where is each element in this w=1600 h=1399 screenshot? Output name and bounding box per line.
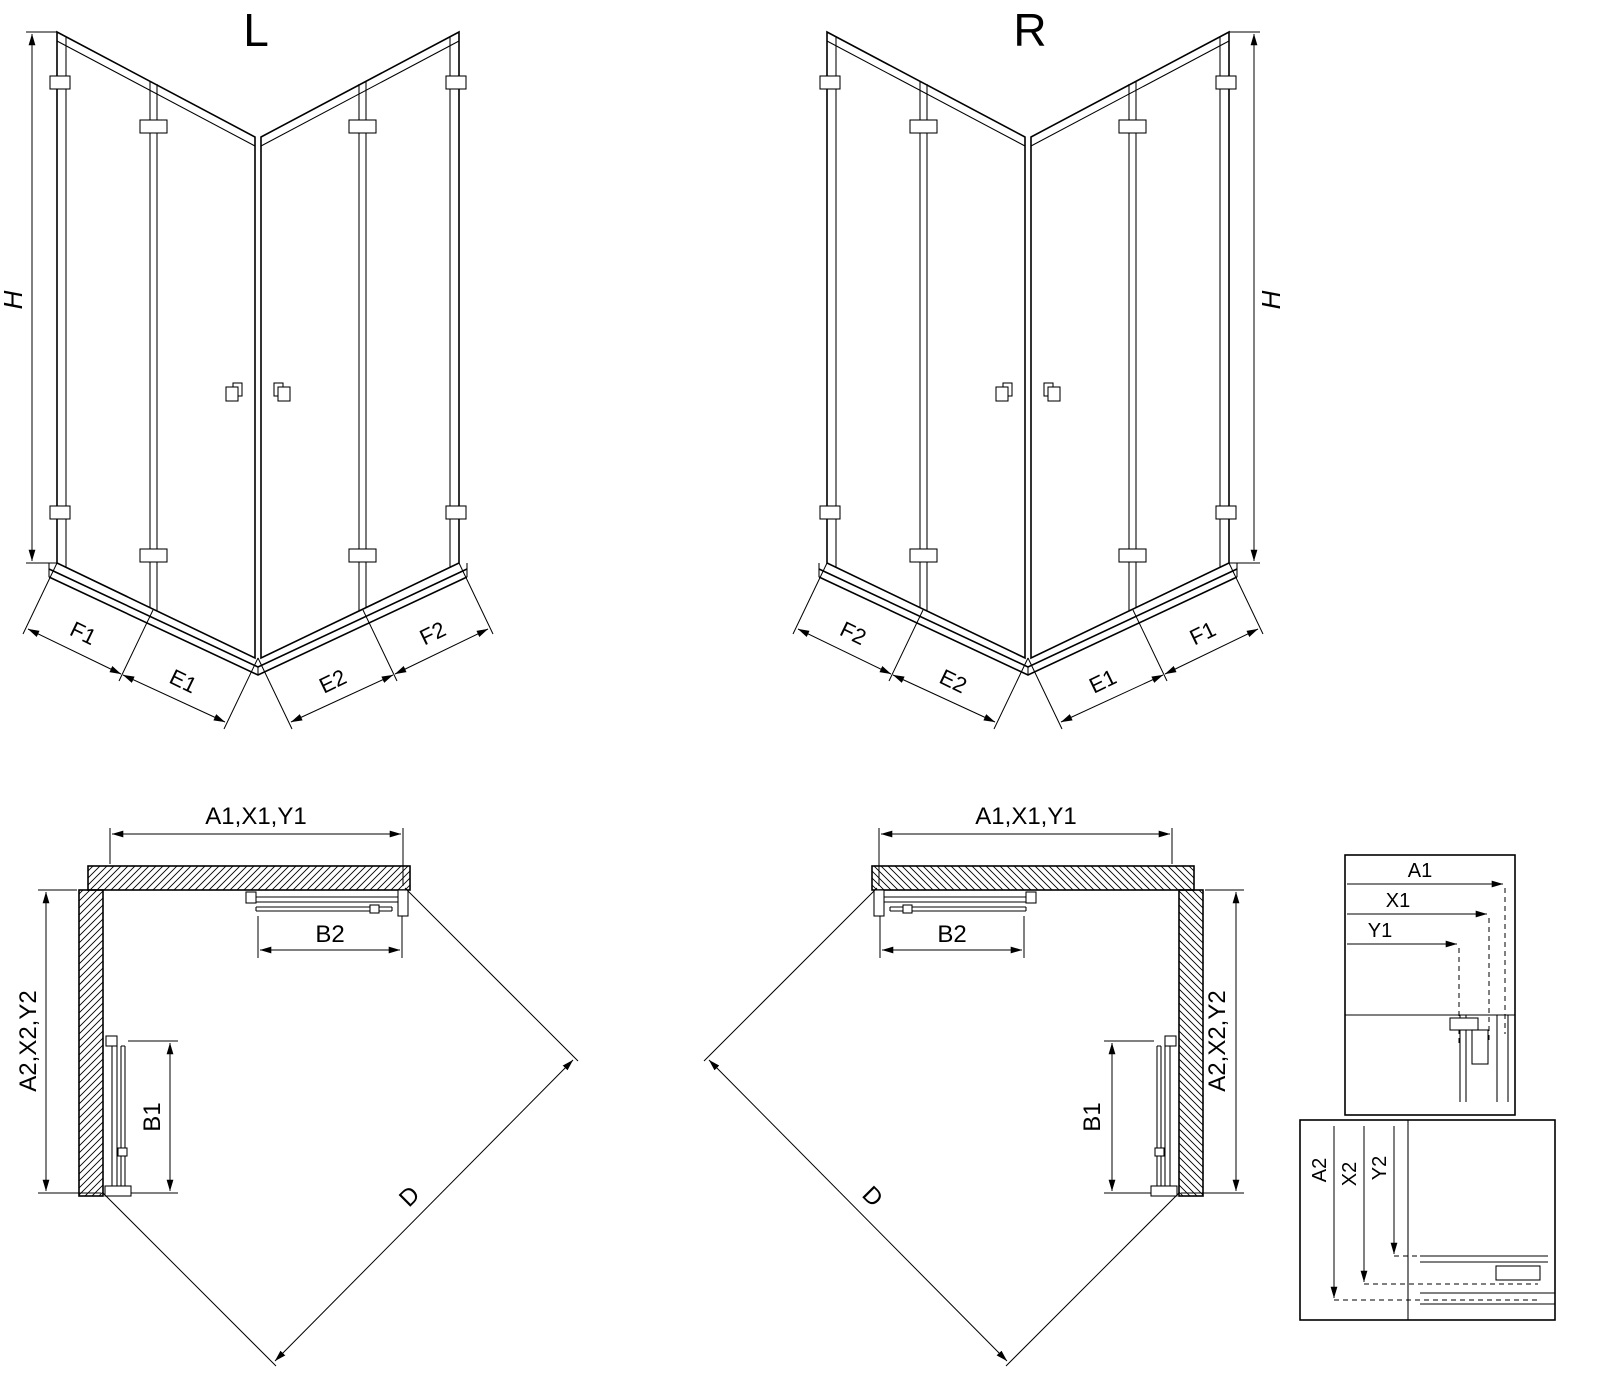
dim-label-f2-right: F2: [836, 616, 870, 650]
bottom-right-dimension-lines: [257, 562, 494, 730]
plan-width-dimension-lines: [109, 828, 404, 886]
height-dimension-lines: [1229, 31, 1260, 564]
plan-depth-dimension-lines: [1181, 889, 1244, 1194]
bottom-right-dimension-lines: [792, 562, 1029, 730]
plan-width-label-left: A1,X1,Y1: [205, 803, 306, 830]
plan-right-view-linework: [703, 828, 1244, 1367]
top-glass-panel: [874, 896, 1033, 903]
b2-dimension-lines: [879, 916, 1025, 958]
right-wall-panel: [260, 30, 460, 660]
tray-edge: [818, 568, 1238, 668]
fold-joint: [149, 81, 158, 611]
d-label-left: D: [394, 1181, 425, 1212]
hinge-hardware: [819, 75, 1237, 563]
side-glass-panel: [1164, 1039, 1171, 1196]
detail-x2-label: X2: [1339, 1162, 1361, 1186]
view-title-left: L: [243, 4, 269, 56]
detail-a2-label: A2: [1309, 1158, 1331, 1182]
side-wall-section: [78, 889, 104, 1197]
iso-left-view-linework: [22, 30, 494, 730]
labels: L H F1 E1 E2 F2 R H F2 E2 E1 F1 A1,X1,Y1…: [0, 4, 1432, 1212]
hinge-hardware: [49, 75, 467, 563]
b1-dimension-lines: [128, 1040, 178, 1194]
b1-label-left: B1: [139, 1102, 166, 1131]
side-glass-panel: [111, 1039, 118, 1196]
detail-top-profile: [1344, 854, 1516, 1116]
left-wall-panel: [56, 30, 256, 660]
side-wall-section: [1178, 889, 1204, 1197]
view-title-right: R: [1013, 4, 1046, 56]
right-wall-panel: [826, 30, 1026, 660]
height-dimension-lines: [26, 31, 57, 564]
fold-joint: [919, 81, 928, 611]
plan-width-label-right: A1,X1,Y1: [975, 803, 1076, 830]
top-wall-section: [87, 865, 411, 891]
dim-label-f2-left: F2: [416, 616, 450, 650]
plan-depth-label-left: A2,X2,Y2: [15, 990, 42, 1091]
dim-label-f1-left: F1: [66, 616, 100, 650]
b1-label-right: B1: [1079, 1102, 1106, 1131]
door-knobs: [995, 382, 1061, 402]
bottom-left-dimension-lines: [1027, 562, 1264, 730]
detail-y2-label: Y2: [1369, 1156, 1391, 1180]
detail-x1-label: X1: [1386, 890, 1410, 912]
top-wall-section: [871, 865, 1195, 891]
fold-joint: [358, 81, 367, 611]
dim-label-h-left: H: [0, 290, 28, 309]
b2-dimension-lines: [257, 916, 403, 958]
diagonal-dimension-lines: [703, 887, 1180, 1367]
detail-bottom-profile: [1299, 1119, 1556, 1321]
dim-label-h-right: H: [1256, 290, 1286, 309]
detail-frame: [1299, 1119, 1556, 1321]
bottom-left-dimension-lines: [22, 562, 259, 730]
b2-label-left: B2: [315, 921, 344, 948]
dim-label-e2-left: E2: [315, 664, 350, 698]
detail-y1-label: Y1: [1368, 920, 1392, 942]
b1-dimension-lines: [1104, 1040, 1154, 1194]
door-knobs: [225, 382, 291, 402]
plan-depth-label-right: A2,X2,Y2: [1204, 990, 1231, 1091]
dim-label-e1-right: E1: [1085, 664, 1120, 698]
tray-edge: [48, 568, 468, 668]
iso-right-view-linework: [792, 30, 1264, 730]
fold-joint: [1128, 81, 1137, 611]
detail-a1-label: A1: [1408, 860, 1432, 882]
plan-width-dimension-lines: [878, 828, 1173, 886]
b2-label-right: B2: [937, 921, 966, 948]
diagonal-dimension-lines: [102, 887, 579, 1367]
left-wall-panel: [1030, 30, 1230, 660]
dim-label-f1-right: F1: [1186, 616, 1220, 650]
dim-label-e1-left: E1: [166, 664, 201, 698]
d-label-right: D: [857, 1181, 888, 1212]
plan-depth-dimension-lines: [38, 889, 101, 1194]
detail-frame: [1344, 854, 1516, 1116]
dim-label-e2-right: E2: [936, 664, 971, 698]
top-glass-panel: [249, 896, 408, 903]
plan-left-view-linework: [38, 828, 579, 1367]
